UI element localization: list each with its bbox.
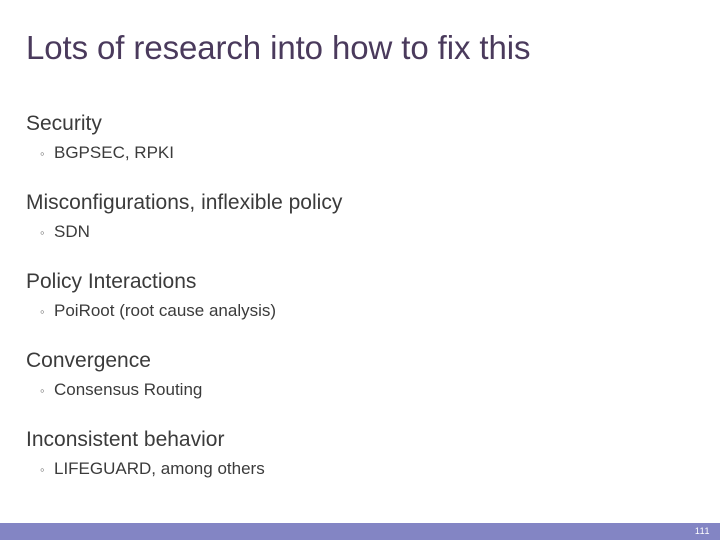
footer-bar: 111 [0, 523, 720, 540]
list-item-label: PoiRoot (root cause analysis) [54, 301, 277, 320]
hollow-circle-bullet-icon: ◦ [40, 304, 45, 319]
section-heading: Convergence [26, 349, 151, 372]
list-item: ◦ Consensus Routing [26, 378, 694, 403]
content-group: Convergence ◦ Consensus Routing [26, 347, 694, 403]
slide-body: Security ◦ BGPSEC, RPKI Misconfiguration… [26, 110, 694, 482]
section-heading: Security [26, 112, 102, 135]
content-group: Security ◦ BGPSEC, RPKI [26, 110, 694, 166]
list-item: ◦ SDN [26, 220, 694, 245]
list-item-label: BGPSEC, RPKI [54, 143, 174, 162]
hollow-circle-bullet-icon: ◦ [40, 146, 45, 161]
list-item-label: LIFEGUARD, among others [54, 459, 265, 478]
list-item-label: Consensus Routing [54, 380, 203, 399]
page-title: Lots of research into how to fix this [26, 29, 531, 66]
list-item: ◦ PoiRoot (root cause analysis) [26, 299, 694, 324]
list-item: ◦ BGPSEC, RPKI [26, 141, 694, 166]
hollow-circle-bullet-icon: ◦ [40, 462, 45, 477]
content-group: Inconsistent behavior ◦ LIFEGUARD, among… [26, 426, 694, 482]
section-heading: Policy Interactions [26, 270, 197, 293]
section-heading: Misconfigurations, inflexible policy [26, 191, 343, 214]
hollow-circle-bullet-icon: ◦ [40, 225, 45, 240]
page-number: 111 [694, 526, 710, 536]
content-group: Policy Interactions ◦ PoiRoot (root caus… [26, 268, 694, 324]
list-item-label: SDN [54, 222, 90, 241]
list-item: ◦ LIFEGUARD, among others [26, 457, 694, 482]
content-group: Misconfigurations, inflexible policy ◦ S… [26, 189, 694, 245]
hollow-circle-bullet-icon: ◦ [40, 383, 45, 398]
section-heading: Inconsistent behavior [26, 428, 225, 451]
